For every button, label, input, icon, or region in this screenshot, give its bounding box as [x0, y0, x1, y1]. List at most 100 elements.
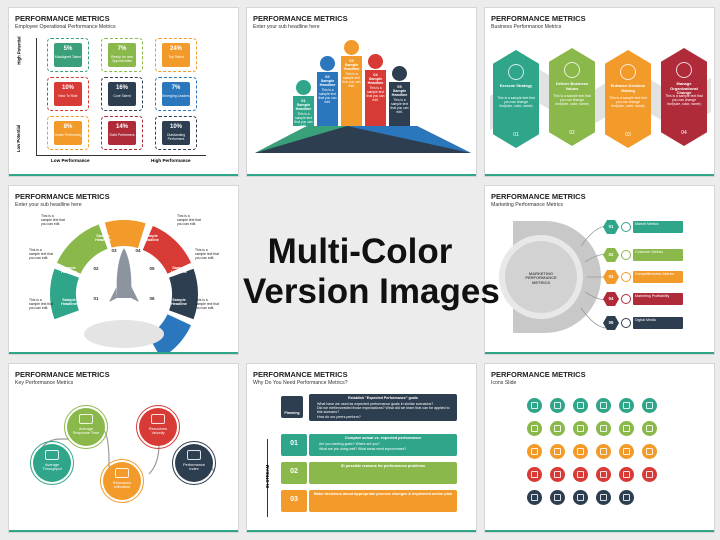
slide-subtitle: Why Do You Need Performance Metrics? [253, 380, 348, 386]
hexagon-text: This is a sample text that you can chang… [497, 96, 535, 108]
pillar-text: This is a sample text that you can edit. [318, 88, 337, 104]
marketing-icon [621, 222, 631, 232]
slide-icons[interactable]: PERFORMANCE METRICS Icons Slide [484, 363, 715, 533]
metric-circle: Resources Velocity [139, 408, 177, 446]
slide-subtitle: Employee Operational Performance Metrics [15, 24, 116, 30]
goals-bullet: How do our peers perform? [317, 415, 361, 419]
ring-text: This is a sample text that you can edit. [29, 298, 53, 311]
marketing-label: Digital Media [635, 318, 656, 322]
icon-circle [619, 467, 634, 482]
slide-subtitle: Icons Slide [491, 380, 517, 386]
ring-headline: Sample Headline [143, 234, 159, 243]
slide-key-metrics[interactable]: PERFORMANCE METRICS Key Performance Metr… [8, 363, 239, 533]
talent-pct: 24% [169, 46, 182, 52]
marketing-icon [621, 250, 631, 260]
glyph-icon [600, 494, 607, 501]
stream-number-tile: 03 [281, 490, 307, 512]
planning-tile: Planning [281, 396, 303, 418]
marketing-label: Customer Metrics [635, 250, 664, 254]
icon-circle [527, 467, 542, 482]
talent-label: Ready for new Opportunities [111, 55, 133, 63]
ring-text: This is a sample text that you can edit. [29, 248, 53, 261]
talent-pct: 7% [171, 85, 181, 91]
slide-subtitle: Marketing Performance Metrics [491, 202, 564, 208]
talent-label: Solid Performers [109, 133, 135, 137]
metric-label: Performance Index [183, 463, 205, 472]
stream-number: 03 [290, 496, 298, 503]
slide-business-metrics[interactable]: PERFORMANCE METRICS Business Performance… [484, 7, 715, 177]
slide-title: PERFORMANCE METRICS [253, 370, 348, 379]
talent-cell: 5%Misaligned Talent [47, 38, 89, 72]
metric-icon [79, 414, 93, 424]
glyph-icon [600, 402, 607, 409]
icon-circle [642, 398, 657, 413]
hexagon-icon [564, 62, 580, 78]
marketing-number: 01 [608, 224, 614, 229]
segment-ring [50, 220, 198, 354]
goals-box: Establish "Expected Performance" goals W… [309, 394, 457, 421]
marketing-number: 04 [608, 296, 614, 301]
glyph-icon [554, 425, 561, 432]
ring-headline: Sample Headline [171, 266, 187, 275]
glyph-icon [554, 402, 561, 409]
glyph-icon [577, 471, 584, 478]
glyph-icon [554, 471, 561, 478]
pillar-headline: Sample Headline [367, 77, 384, 86]
rocket-icon [109, 248, 139, 302]
glyph-icon [623, 471, 630, 478]
slide-rocket-ring[interactable]: PERFORMANCE METRICS Enter your sub headl… [8, 185, 239, 355]
slide-headline-pillars[interactable]: PERFORMANCE METRICS Enter your sub headl… [246, 7, 477, 177]
marketing-bar [633, 317, 683, 329]
stream-number: 01 [290, 440, 298, 447]
talent-label: Misaligned Talent [54, 55, 82, 59]
pillar-number: 05 [397, 84, 402, 89]
slide-employee-metrics[interactable]: PERFORMANCE METRICS Employee Operational… [8, 7, 239, 177]
ring-number: 06 [149, 296, 155, 301]
hexagon-number: 01 [513, 132, 519, 138]
metric-icon [187, 450, 201, 460]
slide-why-metrics[interactable]: PERFORMANCE METRICS Why Do You Need Perf… [246, 363, 477, 533]
glyph-icon [646, 448, 653, 455]
ring-segment [56, 224, 108, 274]
icon-circle [550, 490, 565, 505]
pillar-icon [320, 56, 335, 71]
icon-circle [619, 398, 634, 413]
talent-cell-fill: 10%Outstanding Performers [162, 121, 190, 145]
smoke-cloud [84, 320, 164, 348]
marketing-label: Market Metrics [635, 222, 659, 226]
talent-cell-fill: 7%Ready for new Opportunities [108, 43, 136, 67]
slide-subtitle: Enter your sub headline here [253, 24, 320, 30]
metric-label: Average Response Time [72, 427, 100, 436]
hexagon-number: 03 [625, 132, 631, 138]
talent-cell: 8%Under Performing [47, 116, 89, 150]
metric-icon [45, 450, 59, 460]
talent-pct: 16% [115, 85, 128, 91]
icon-circle [573, 421, 588, 436]
glyph-icon [577, 494, 584, 501]
glyph-icon [554, 448, 561, 455]
ring-number: 04 [135, 248, 141, 253]
glyph-icon [531, 471, 538, 478]
icon-circle [527, 421, 542, 436]
marketing-bar [633, 249, 683, 261]
hexagon-text: This is a sample text that you can chang… [609, 96, 647, 108]
marketing-item: 01 Market Metrics [603, 220, 689, 234]
talent-cell-fill: 7%Emerging Leaders [162, 82, 190, 106]
pillar-icon [392, 66, 407, 81]
talent-pct: 14% [115, 124, 128, 130]
icon-circle [573, 490, 588, 505]
marketing-hex [603, 220, 619, 234]
icon-circle [573, 444, 588, 459]
slide-title: PERFORMANCE METRICS [15, 192, 110, 201]
icon-circle [573, 467, 588, 482]
slide-title: PERFORMANCE METRICS [15, 14, 110, 23]
slide-marketing-metrics[interactable]: PERFORMANCE METRICS Marketing Performanc… [484, 185, 715, 355]
